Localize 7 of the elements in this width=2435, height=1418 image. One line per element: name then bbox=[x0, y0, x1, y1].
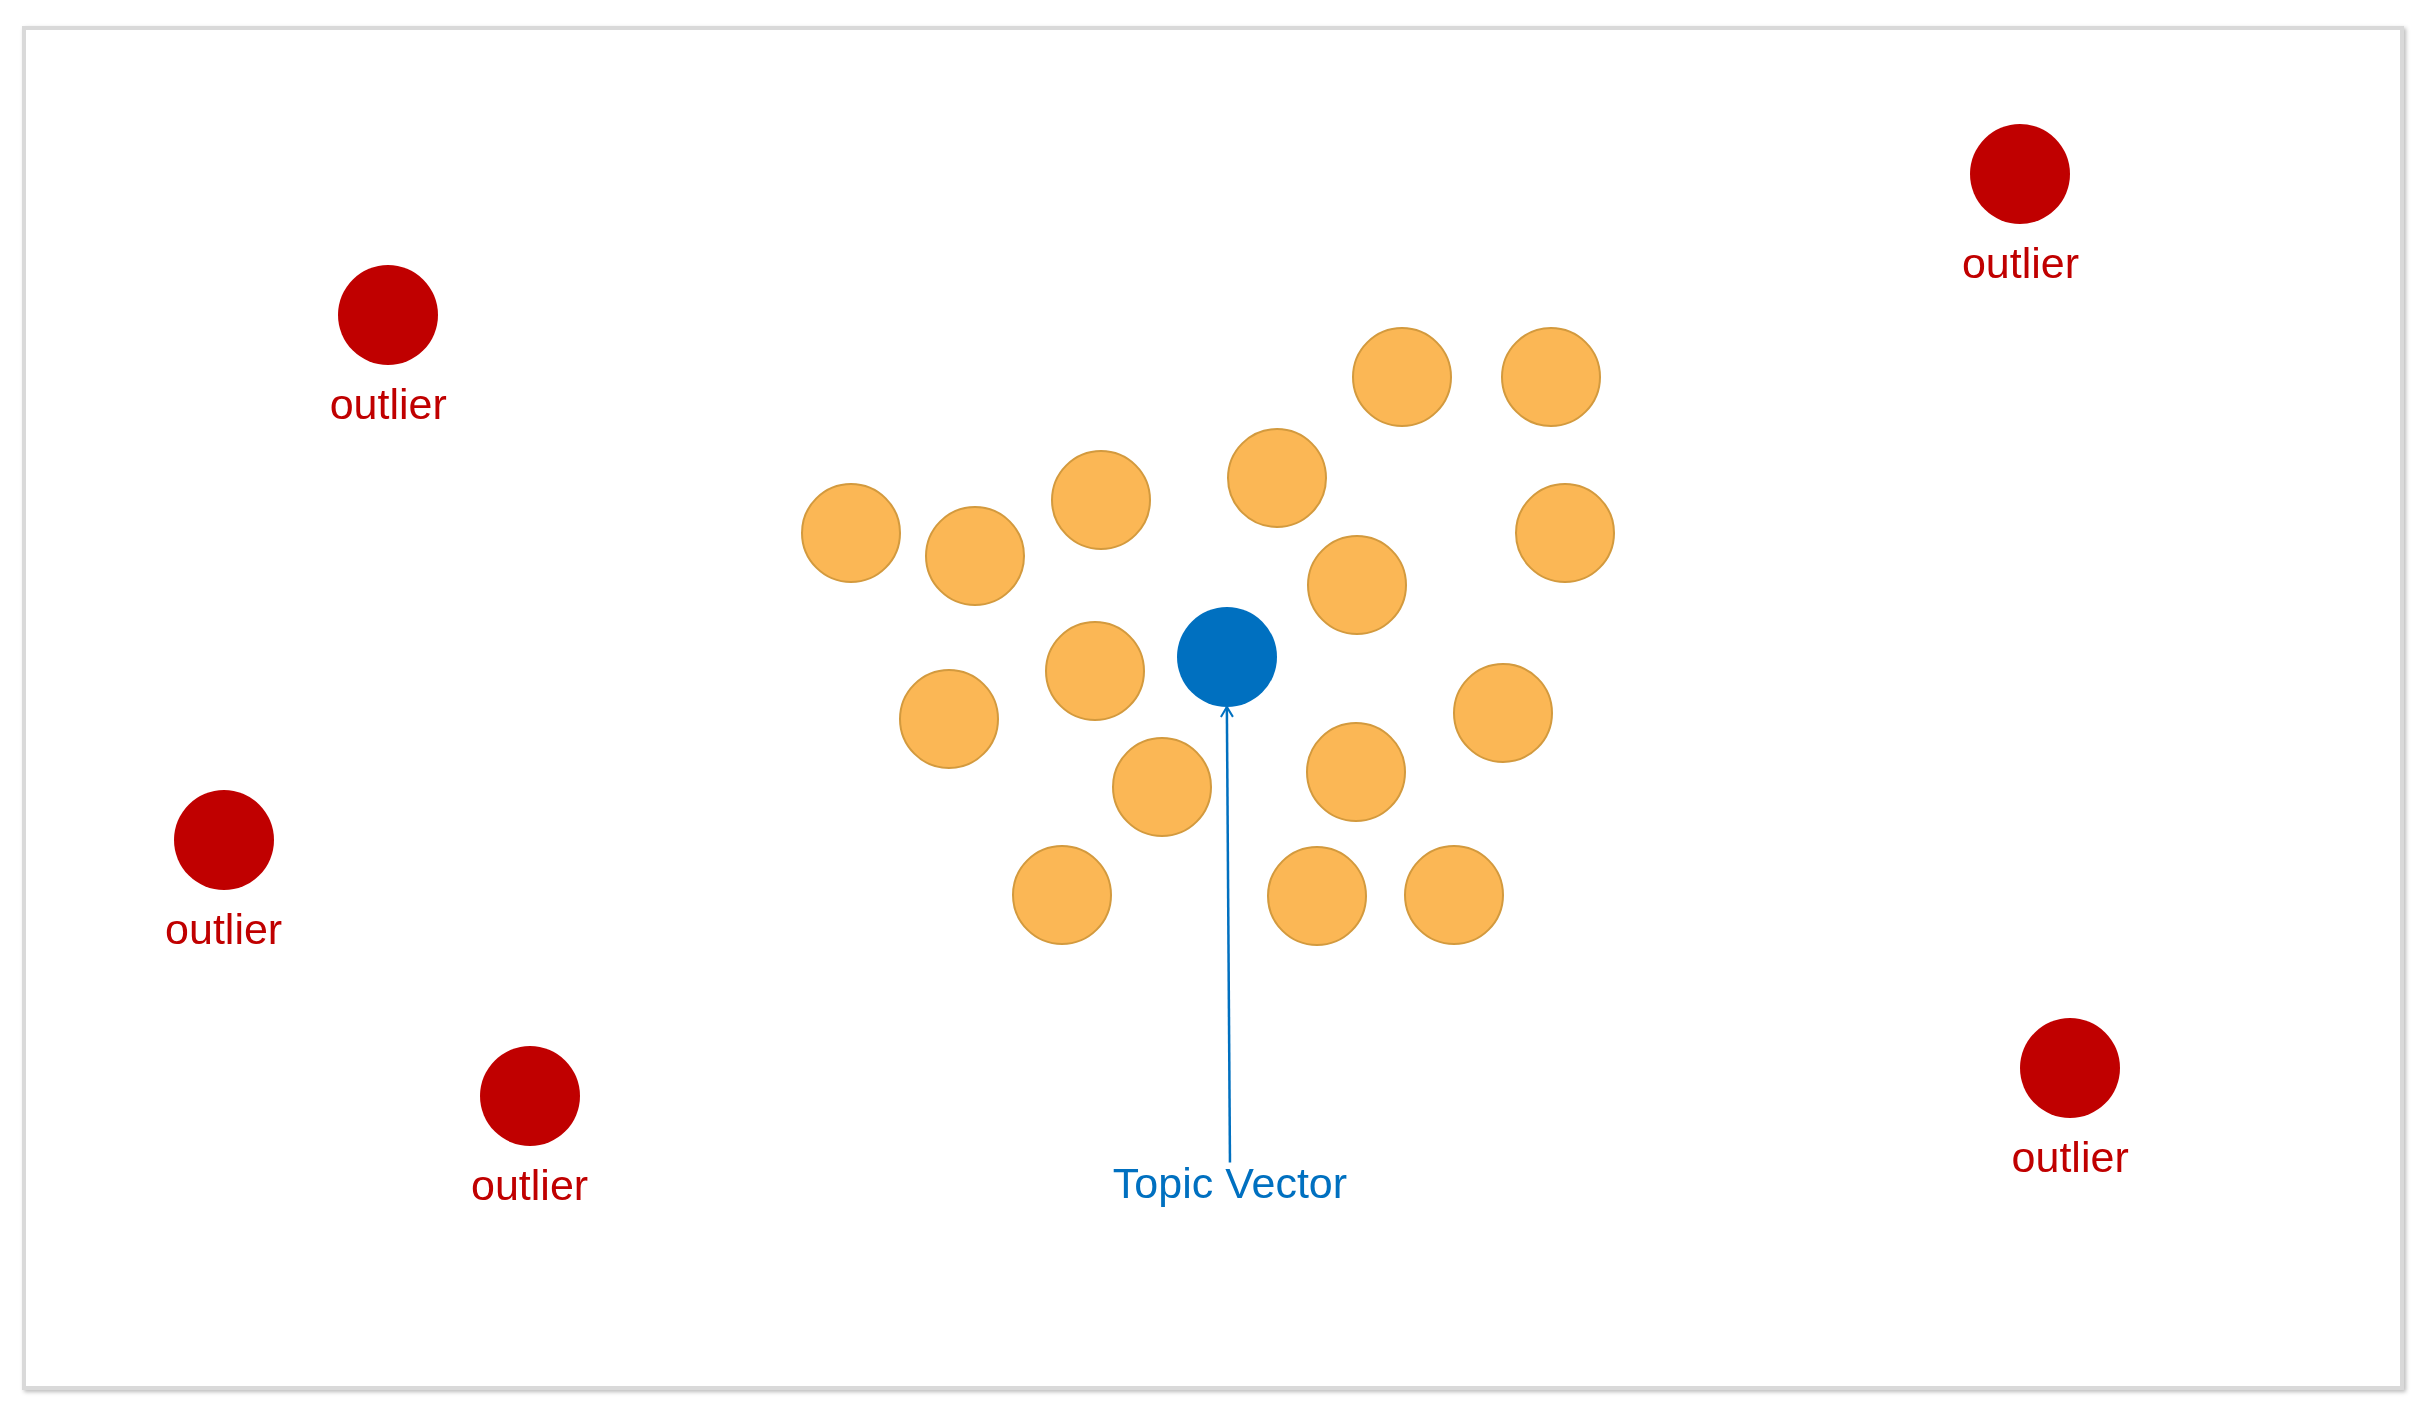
outlier-label: outlier bbox=[1961, 241, 2079, 285]
outlier-label: outlier bbox=[165, 908, 283, 952]
outlier-label: outlier bbox=[471, 1164, 589, 1208]
outlier-label: outlier bbox=[2011, 1136, 2129, 1180]
topic-vector-label: Topic Vector bbox=[1112, 1162, 1348, 1206]
outlier-label: outlier bbox=[329, 383, 447, 427]
arrow bbox=[1219, 705, 1234, 1163]
